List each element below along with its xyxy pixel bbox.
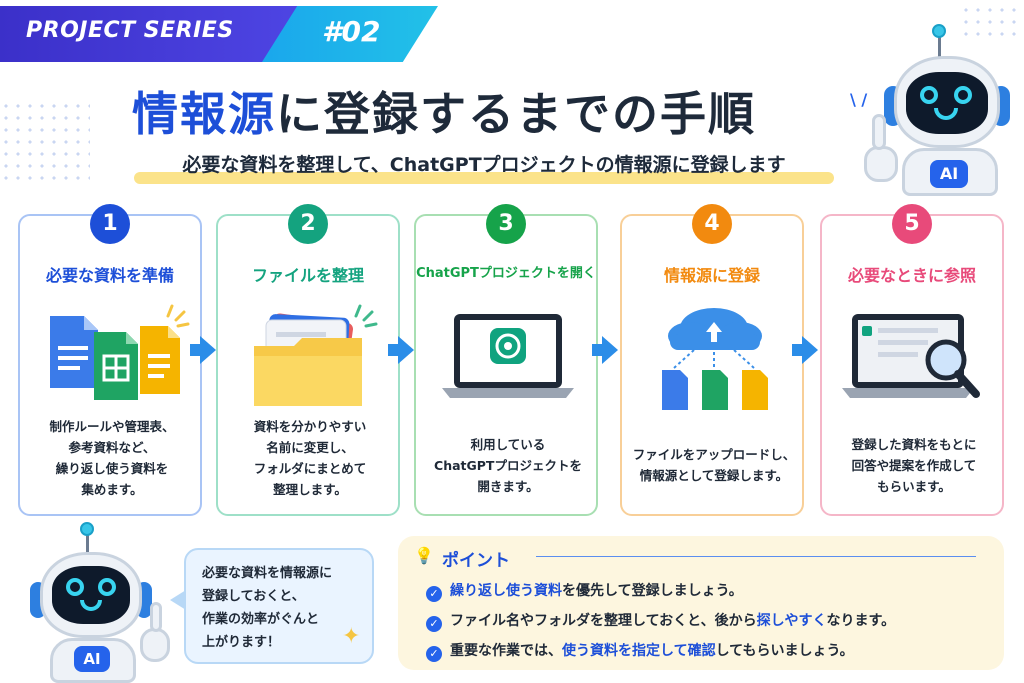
check-icon: ✓	[426, 586, 442, 602]
laptop-chatgpt-illustration	[428, 298, 588, 418]
series-label: PROJECT SERIES	[26, 18, 234, 43]
arrow-right-icon	[792, 344, 804, 356]
folder-illustration	[230, 298, 390, 418]
series-banner: PROJECT SERIES #02	[0, 6, 440, 62]
arrow-right-icon	[190, 344, 202, 356]
ai-badge: AI	[930, 160, 968, 188]
antenna-icon	[932, 24, 946, 38]
title-highlight: 情報源	[132, 87, 276, 141]
google-sheets-icon	[94, 332, 138, 400]
ai-badge: AI	[74, 646, 110, 672]
check-icon: ✓	[426, 616, 442, 632]
step-title-5: 必要なときに参照	[847, 266, 976, 285]
step-number-4: 4	[692, 204, 732, 244]
antenna-icon	[80, 522, 94, 536]
step-number-3: 3	[486, 204, 526, 244]
step-desc-5: 登録した資料をもとに 回答や提案を作成して もらいます。	[851, 437, 977, 494]
speech-bubble: 必要な資料を情報源に 登録しておくと、 作業の効率がぐんと 上がります！ ✦	[184, 548, 374, 664]
arrow-right-icon	[592, 344, 604, 356]
robot-face	[906, 72, 988, 134]
sparkle-icon: ✦	[342, 624, 361, 649]
bubble-tail	[170, 590, 186, 610]
step-desc-1: 制作ルールや管理表、 参考資料など、 繰り返し使う資料を 集めます。	[49, 419, 175, 497]
step-card-2: ファイルを整理 資料を分かりやすい 名前に変更し、 フォルダにまとめて 整理しま…	[216, 214, 400, 516]
google-docs-icon	[50, 316, 98, 388]
step-card-1: 必要な資料を準備	[18, 214, 202, 516]
step-desc-3: 利用している ChatGPTプロジェクトを 開きます。	[434, 437, 582, 494]
bubble-text: 必要な資料を情報源に 登録しておくと、 作業の効率がぐんと 上がります！	[202, 566, 333, 650]
decor-dots-right	[960, 4, 1024, 44]
page-title: 情報源に登録するまでの手順	[132, 78, 756, 144]
banner-left-band	[0, 6, 320, 62]
step-title-3: ChatGPTプロジェクトを開く	[416, 266, 596, 281]
series-number: #02	[322, 15, 381, 48]
google-slides-icon	[140, 326, 180, 394]
step-title-2: ファイルを整理	[251, 266, 364, 285]
banner-right-band	[262, 6, 438, 62]
title-rest: に登録するまでの手順	[276, 87, 756, 141]
lightbulb-icon: 💡	[414, 546, 434, 565]
robot-mascot-top: AI \ /	[836, 16, 1016, 196]
step-card-4: 情報源に登録 ファイルをアップロードし、 情報源として登録します。	[620, 214, 804, 516]
decor-dots-left	[0, 100, 90, 180]
sparkle-lines: \ /	[850, 90, 868, 109]
step-title-1: 必要な資料を準備	[45, 266, 174, 285]
robot-face	[52, 566, 130, 624]
robot-mascot-bottom: AI	[14, 520, 184, 683]
step-number-2: 2	[288, 204, 328, 244]
step-number-1: 1	[90, 204, 130, 244]
point-item-3: ✓重要な作業では、使う資料を指定して確認してもらいましょう。	[426, 640, 854, 662]
cloud-upload-illustration	[634, 298, 794, 418]
magnifier-icon	[925, 339, 980, 398]
step-desc-4: ファイルをアップロードし、 情報源として登録します。	[632, 447, 796, 483]
point-divider	[536, 556, 976, 557]
documents-illustration	[32, 298, 192, 418]
step-desc-2: 資料を分かりやすい 名前に変更し、 フォルダにまとめて 整理します。	[253, 419, 367, 497]
step-card-5: 必要なときに参照 登録した資料をもとに 回答や提案を作成して もらいます。	[820, 214, 1004, 516]
check-icon: ✓	[426, 646, 442, 662]
point-item-2: ✓ファイル名やフォルダを整理しておくと、後から探しやすくなります。	[426, 610, 895, 632]
laptop-search-illustration	[834, 298, 994, 418]
point-item-1: ✓繰り返し使う資料を優先して登録しましょう。	[426, 580, 743, 602]
point-box: 💡 ポイント ✓繰り返し使う資料を優先して登録しましょう。 ✓ファイル名やフォル…	[398, 536, 1004, 670]
point-heading: ポイント	[442, 551, 510, 571]
page-subtitle: 必要な資料を整理して、ChatGPTプロジェクトの情報源に登録します	[182, 154, 786, 176]
arrow-right-icon	[388, 344, 400, 356]
step-number-5: 5	[892, 204, 932, 244]
step-title-4: 情報源に登録	[663, 266, 760, 285]
cloud-upload-icon	[668, 308, 762, 350]
step-card-3: ChatGPTプロジェクトを開く 利用している ChatGPTプロジェクトを 開…	[414, 214, 598, 516]
